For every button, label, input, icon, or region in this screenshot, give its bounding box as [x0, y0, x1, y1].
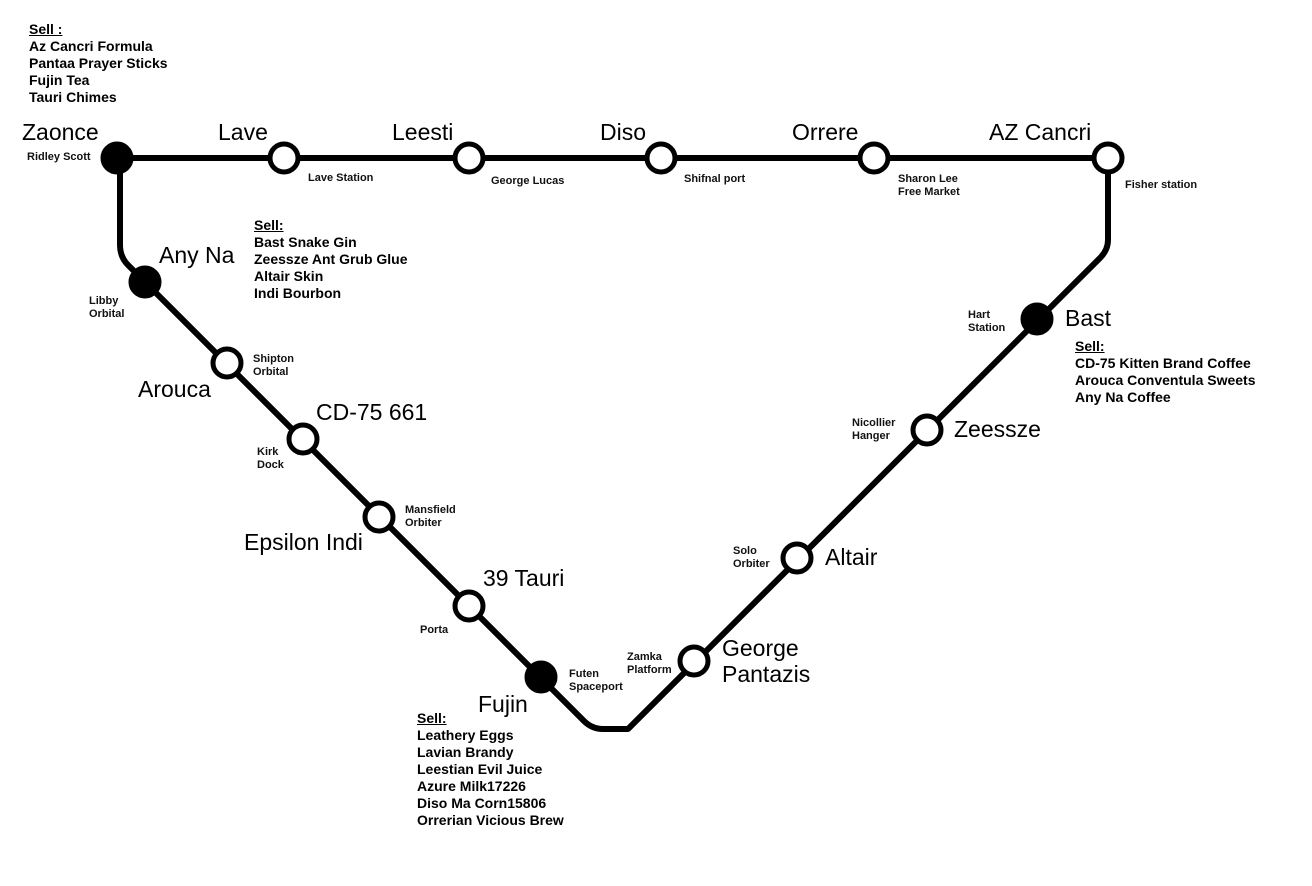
system-name: Zaonce	[22, 119, 99, 145]
system-name: Zeessze	[954, 416, 1041, 442]
system-name: Leesti	[392, 119, 453, 145]
system-name: Pantazis	[722, 661, 810, 687]
port-name: Shifnal port	[684, 173, 745, 185]
station-zaonce[interactable]	[100, 141, 134, 175]
port-name: Nicollier	[852, 417, 896, 429]
port-name: Platform	[627, 664, 672, 676]
port-name: Lave Station	[308, 172, 374, 184]
sell-item: Az Cancri Formula	[29, 38, 153, 54]
sell-list-zaonce: Sell : Az Cancri Formula Pantaa Prayer S…	[29, 21, 168, 106]
sell-heading: Sell :	[29, 21, 63, 37]
sell-item: Diso Ma Corn15806	[417, 795, 547, 811]
station-bast[interactable]	[1020, 302, 1054, 336]
station-cd-75-661[interactable]	[286, 422, 320, 456]
trade-route-line	[117, 155, 1111, 732]
port-name: Porta	[420, 624, 449, 636]
sell-item: Leathery Eggs	[417, 727, 514, 743]
port-name: Orbiter	[733, 558, 770, 570]
station-lave[interactable]	[267, 141, 301, 175]
port-name: Ridley Scott	[27, 151, 91, 163]
sell-item: Leestian Evil Juice	[417, 761, 543, 777]
system-name: Diso	[600, 119, 646, 145]
system-name: Any Na	[159, 242, 235, 268]
sell-heading: Sell:	[1075, 338, 1105, 354]
port-name: Fisher station	[1125, 179, 1197, 191]
sell-item: Tauri Chimes	[29, 89, 117, 105]
port-name: Sharon Lee	[898, 173, 958, 185]
port-name: Orbital	[89, 308, 124, 320]
system-name: AZ Cancri	[989, 119, 1091, 145]
sell-item: Zeessze Ant Grub Glue	[254, 251, 408, 267]
port-name: Hanger	[852, 430, 891, 442]
port-name: George Lucas	[491, 175, 564, 187]
station-fujin[interactable]	[524, 660, 558, 694]
sell-item: CD-75 Kitten Brand Coffee	[1075, 355, 1251, 371]
system-name: Orrere	[792, 119, 858, 145]
station-george-pantazis[interactable]	[677, 644, 711, 678]
port-name: Kirk	[257, 446, 279, 458]
sell-item: Azure Milk17226	[417, 778, 526, 794]
port-name: Orbital	[253, 366, 288, 378]
port-name: Free Market	[898, 186, 960, 198]
sell-item: Orrerian Vicious Brew	[417, 812, 564, 828]
sell-list-any-na: Sell: Bast Snake Gin Zeessze Ant Grub Gl…	[254, 217, 408, 302]
sell-item: Pantaa Prayer Sticks	[29, 55, 168, 71]
system-name: Bast	[1065, 305, 1112, 331]
port-name: Mansfield	[405, 504, 456, 516]
system-name: Lave	[218, 119, 268, 145]
port-name: Station	[968, 322, 1006, 334]
station-any-na[interactable]	[128, 265, 162, 299]
station-diso[interactable]	[644, 141, 678, 175]
port-name: Spaceport	[569, 681, 623, 693]
station-az-cancri[interactable]	[1091, 141, 1125, 175]
sell-item: Lavian Brandy	[417, 744, 514, 760]
station-orrere[interactable]	[857, 141, 891, 175]
sell-item: Any Na Coffee	[1075, 389, 1171, 405]
station-altair[interactable]	[780, 541, 814, 575]
sell-item: Bast Snake Gin	[254, 234, 357, 250]
sell-heading: Sell:	[417, 710, 447, 726]
system-name: George	[722, 635, 799, 661]
system-name: 39 Tauri	[483, 565, 564, 591]
port-name: Solo	[733, 545, 757, 557]
station-leesti[interactable]	[452, 141, 486, 175]
port-name: Hart	[968, 309, 990, 321]
sell-item: Indi Bourbon	[254, 285, 342, 301]
sell-item: Fujin Tea	[29, 72, 90, 88]
port-name: Zamka	[627, 651, 663, 663]
sell-heading: Sell:	[254, 217, 284, 233]
system-name: Fujin	[478, 691, 528, 717]
system-name: Altair	[825, 544, 878, 570]
system-name: Arouca	[138, 376, 211, 402]
port-name: Libby	[89, 295, 119, 307]
station-arouca[interactable]	[210, 346, 244, 380]
port-name: Futen	[569, 668, 599, 680]
sell-list-bast: Sell: CD-75 Kitten Brand Coffee Arouca C…	[1075, 338, 1256, 406]
port-name: Dock	[257, 459, 285, 471]
port-name: Orbiter	[405, 517, 442, 529]
system-name: CD-75 661	[316, 399, 427, 425]
station-39-tauri[interactable]	[452, 589, 486, 623]
sell-item: Altair Skin	[254, 268, 324, 284]
system-name: Epsilon Indi	[244, 529, 363, 555]
sell-item: Arouca Conventula Sweets	[1075, 372, 1256, 388]
station-zeessze[interactable]	[910, 413, 944, 447]
station-epsilon-indi[interactable]	[362, 500, 396, 534]
port-name: Shipton	[253, 353, 294, 365]
sell-list-fujin: Sell: Leathery Eggs Lavian Brandy Leesti…	[417, 710, 564, 829]
